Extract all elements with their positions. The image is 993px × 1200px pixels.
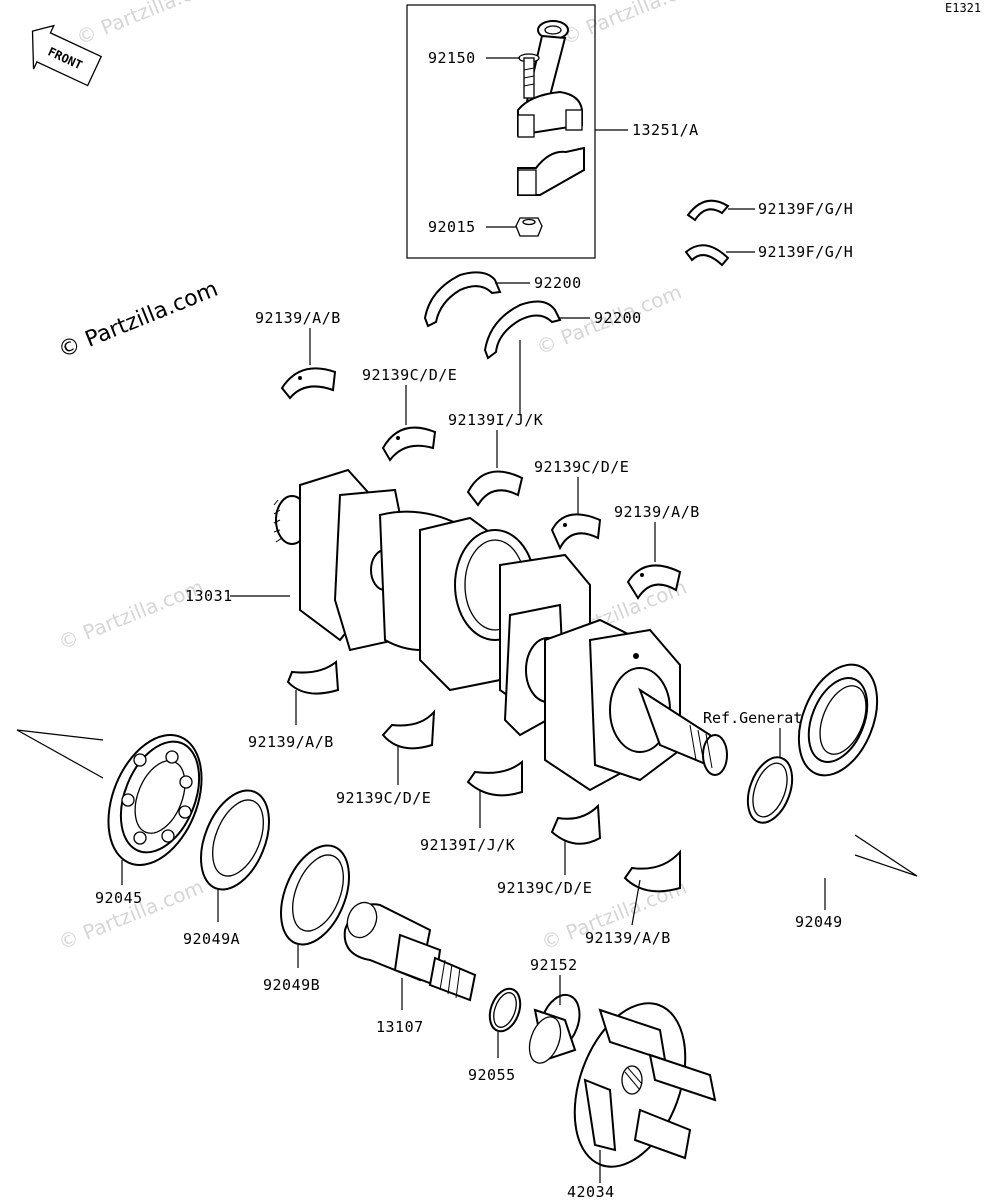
crankshaft-13031: [273, 468, 728, 792]
label-92049a: 92049A: [183, 930, 240, 948]
label-92139ab-4: 92139/A/B: [585, 929, 671, 947]
front-arrow: FRONT: [31, 24, 103, 87]
label-92139fgh-1: 92139F/G/H: [758, 200, 853, 218]
bearing-92139ab-upper-2: [626, 564, 682, 600]
watermark-main: © Partzilla.com: [55, 277, 222, 364]
label-92139ab-1: 92139/A/B: [255, 309, 341, 327]
label-92139fgh-2: 92139F/G/H: [758, 243, 853, 261]
bearing-92139cde-upper-1: [381, 426, 437, 462]
label-92139ijk-1: 92139I/J/K: [448, 411, 543, 429]
label-92049b: 92049B: [263, 976, 320, 994]
bearing-92139ijk-upper: [466, 470, 524, 507]
label-92055: 92055: [468, 1066, 516, 1084]
label-92045: 92045: [95, 889, 143, 907]
oil-seal-92049: [797, 663, 879, 777]
bearing-92139cde-lower-1: [381, 709, 436, 750]
label-92049: 92049: [795, 913, 843, 931]
label-92152: 92152: [530, 956, 578, 974]
pointer-92049: [854, 834, 918, 877]
o-ring-92055: [488, 987, 522, 1033]
label-92150: 92150: [428, 49, 476, 67]
leader-92139ab-4: [631, 879, 641, 926]
bearing-92139fgh-2: [684, 244, 730, 267]
pointer-left: [16, 729, 104, 779]
bolt-92150: [518, 53, 540, 99]
bearing-92139ab-upper-1: [280, 367, 337, 400]
nut-92015: [515, 217, 543, 237]
label-92015: 92015: [428, 218, 476, 236]
thrust-washer-92200-1: [423, 271, 502, 328]
label-13251: 13251/A: [632, 121, 699, 139]
label-92139ijk-2: 92139I/J/K: [420, 836, 515, 854]
watermark: © Partzilla.com: [73, 0, 225, 50]
collar-92152: [528, 993, 581, 1064]
oil-seal-92049a: [200, 789, 270, 891]
connecting-rod: [517, 20, 583, 138]
bearing-92139ab-lower-1: [286, 660, 340, 695]
thrust-washer-92200-2: [483, 300, 562, 360]
label-92139cde-3: 92139C/D/E: [336, 789, 431, 807]
ball-bearing-92045: [107, 734, 203, 866]
label-92139cde-4: 92139C/D/E: [497, 879, 592, 897]
label-92139cde-1: 92139C/D/E: [362, 366, 457, 384]
label-92139ab-3: 92139/A/B: [248, 733, 334, 751]
coupling-42034: [573, 1002, 717, 1168]
con-rod-assembly-box: [406, 4, 596, 259]
ref-generator-label: Ref.Generator: [703, 709, 820, 727]
bearing-92139ab-lower-2: [623, 849, 681, 893]
shaft-13107: [343, 901, 477, 1002]
bearing-92139cde-lower-2: [550, 803, 602, 845]
bearing-92139ijk-lower: [466, 759, 523, 797]
label-92139ab-2: 92139/A/B: [614, 503, 700, 521]
o-ring-generator: [746, 756, 794, 824]
label-13031: 13031: [185, 587, 233, 605]
label-92200-2: 92200: [594, 309, 642, 327]
oil-seal-92049b: [280, 844, 350, 946]
rod-cap: [517, 146, 585, 196]
label-92200-1: 92200: [534, 274, 582, 292]
label-92139cde-2: 92139C/D/E: [534, 458, 629, 476]
label-42034: 42034: [567, 1183, 615, 1200]
bearing-92139cde-upper-2: [550, 513, 602, 551]
label-13107: 13107: [376, 1018, 424, 1036]
watermark: © Partzilla.com: [558, 0, 710, 50]
bearing-92139fgh-1: [686, 199, 730, 222]
diagram-code: E1321: [945, 1, 981, 15]
